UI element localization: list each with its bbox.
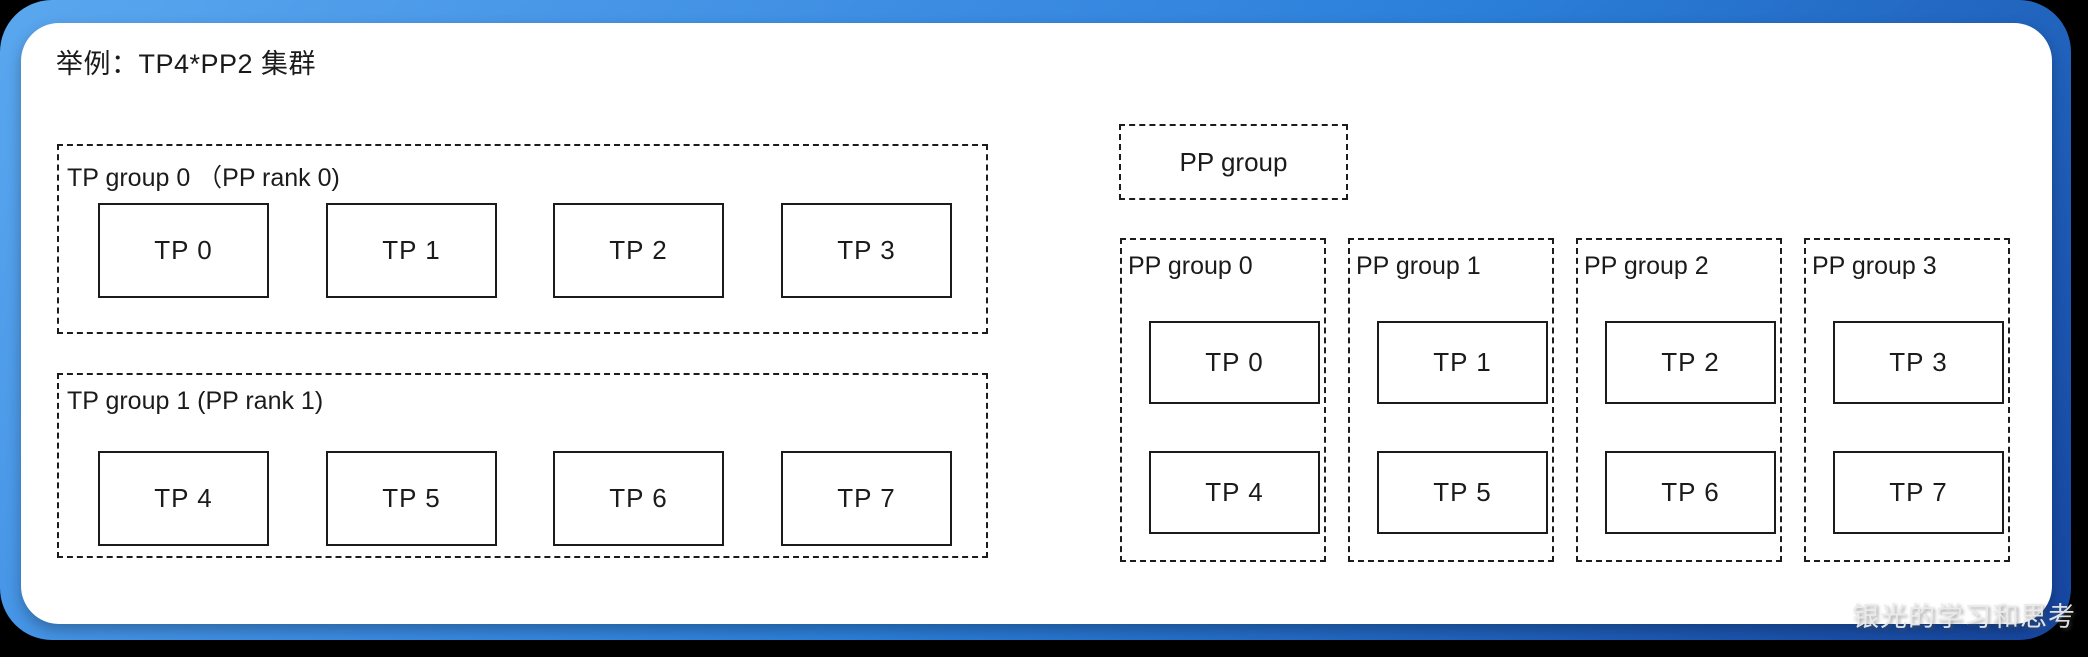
tp-node-7: TP 7 [781,451,952,546]
pp-group-1-label: PP group 1 [1356,252,1481,280]
tp-group-0-label: TP group 0 （PP rank 0) [67,164,340,192]
pp-group-header-box: PP group [1119,124,1348,200]
pp-group-header-label: PP group [1179,146,1288,177]
pp3-tp-node-top: TP 3 [1833,321,2004,404]
tp-node-0: TP 0 [98,203,269,298]
tp-node-5: TP 5 [326,451,497,546]
content-sheet: 举例：TP4*PP2 集群 TP group 0 （PP rank 0) TP … [21,23,2052,624]
tp-node-4: TP 4 [98,451,269,546]
pp3-tp-node-bottom: TP 7 [1833,451,2004,534]
pp-group-0-column: PP group 0 TP 0 TP 4 [1120,238,1326,562]
pp2-tp-node-bottom: TP 6 [1605,451,1776,534]
tp-group-0-box: TP group 0 （PP rank 0) TP 0 TP 1 TP 2 TP… [57,144,988,334]
pp0-tp-node-top: TP 0 [1149,321,1320,404]
tp-group-1-label: TP group 1 (PP rank 1) [67,387,324,415]
pp1-tp-node-bottom: TP 5 [1377,451,1548,534]
pp2-tp-node-top: TP 2 [1605,321,1776,404]
pp-group-1-column: PP group 1 TP 1 TP 5 [1348,238,1554,562]
tp-node-3: TP 3 [781,203,952,298]
tp-node-2: TP 2 [553,203,724,298]
pp1-tp-node-top: TP 1 [1377,321,1548,404]
pp0-tp-node-bottom: TP 4 [1149,451,1320,534]
tp-node-1: TP 1 [326,203,497,298]
tp-group-1-box: TP group 1 (PP rank 1) TP 4 TP 5 TP 6 TP… [57,373,988,558]
watermark: 银光的学习和思考 [1852,602,2076,632]
pp-group-3-label: PP group 3 [1812,252,1937,280]
pp-group-3-column: PP group 3 TP 3 TP 7 [1804,238,2010,562]
diagram-title: 举例：TP4*PP2 集群 [56,49,317,79]
pp-group-2-column: PP group 2 TP 2 TP 6 [1576,238,1782,562]
pp-group-0-label: PP group 0 [1128,252,1253,280]
pp-group-2-label: PP group 2 [1584,252,1709,280]
gradient-frame: 举例：TP4*PP2 集群 TP group 0 （PP rank 0) TP … [0,0,2071,640]
tp-node-6: TP 6 [553,451,724,546]
